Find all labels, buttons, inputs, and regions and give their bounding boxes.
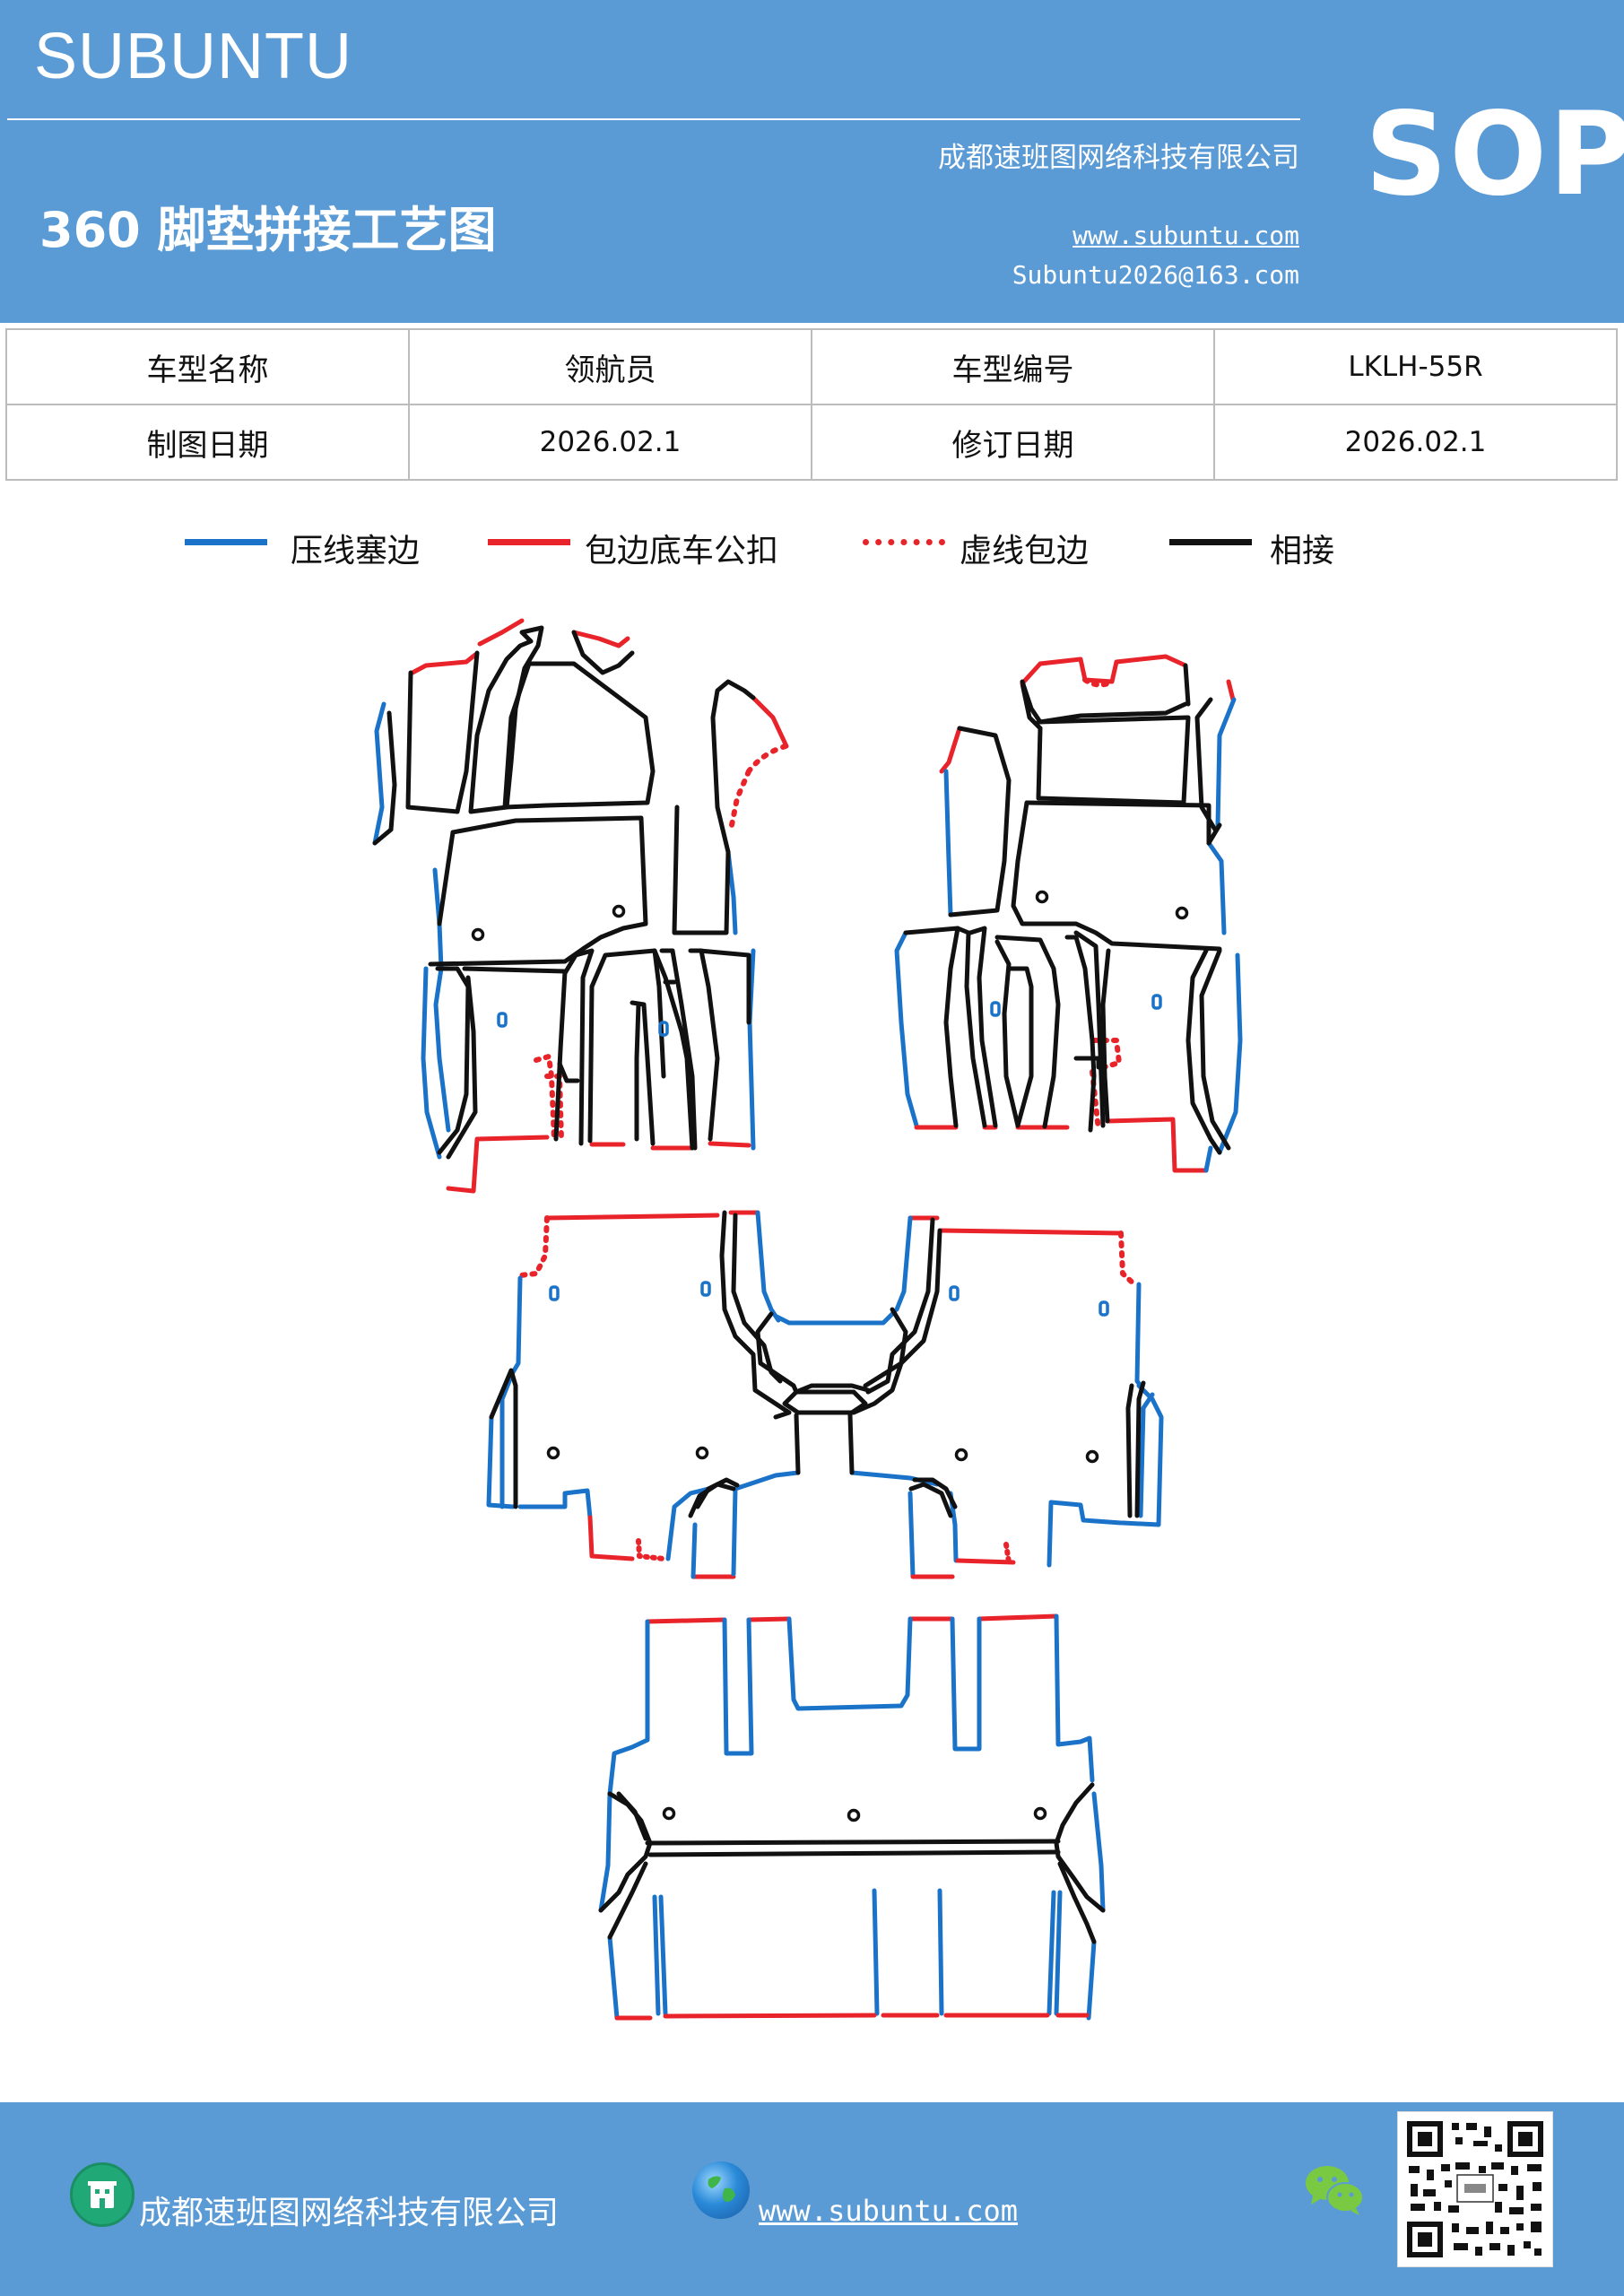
- globe-icon: [692, 2161, 750, 2219]
- legend-swatch-red-dotted: [863, 539, 945, 545]
- front-right-mat: [894, 654, 1243, 1173]
- header-banner: SUBUNTU 360 脚垫拼接工艺图 成都速班图网络科技有限公司 www.su…: [0, 0, 1624, 323]
- legend-label: 虚线包边: [960, 533, 1090, 570]
- value-draw-date: 2026.02.1: [408, 404, 812, 481]
- company-icon: [70, 2162, 135, 2227]
- qr-code: [1397, 2111, 1553, 2267]
- rear-row-mat: [598, 1613, 1106, 2021]
- legend-label: 压线塞边: [291, 533, 421, 570]
- table-row: 车型名称 领航员 车型编号 LKLH-55R: [5, 328, 1618, 405]
- website-link[interactable]: www.subuntu.com: [1073, 221, 1299, 250]
- legend-swatch-blue: [185, 539, 267, 545]
- table-row: 制图日期 2026.02.1 修订日期 2026.02.1: [5, 404, 1618, 481]
- footer-company-name: 成都速班图网络科技有限公司: [139, 2195, 560, 2231]
- label-revise-date: 修订日期: [811, 404, 1215, 481]
- value-revise-date: 2026.02.1: [1213, 404, 1618, 481]
- footer-banner: 成都速班图网络科技有限公司 www.subuntu.com: [0, 2102, 1624, 2296]
- legend-swatch-red: [488, 539, 570, 545]
- middle-row-mat: [486, 1210, 1164, 1579]
- legend-label: 相接: [1270, 533, 1335, 570]
- footer-website-link[interactable]: www.subuntu.com: [759, 2194, 1018, 2228]
- value-model-code: LKLH-55R: [1213, 328, 1618, 405]
- legend-label: 包边底车公扣: [585, 533, 779, 570]
- label-model-code: 车型编号: [811, 328, 1215, 405]
- legend-swatch-black: [1169, 539, 1252, 545]
- label-model-name: 车型名称: [5, 328, 410, 405]
- header-divider: [7, 118, 1300, 120]
- brand-name: SUBUNTU: [34, 21, 353, 92]
- company-name: 成都速班图网络科技有限公司: [938, 142, 1299, 174]
- vehicle-info-table: 车型名称 领航员 车型编号 LKLH-55R 制图日期 2026.02.1 修订…: [5, 328, 1618, 481]
- legend: 压线塞边 包边底车公扣 虚线包边 相接: [0, 525, 1624, 578]
- value-model-name: 领航员: [408, 328, 812, 405]
- email-address: Subuntu2026@163.com: [1012, 260, 1299, 290]
- front-left-mat: [372, 618, 789, 1194]
- page-title: 360 脚垫拼接工艺图: [39, 202, 497, 258]
- label-draw-date: 制图日期: [5, 404, 410, 481]
- floor-mat-diagram: [372, 618, 1243, 2021]
- sop-badge: SOP: [1365, 88, 1624, 222]
- wechat-icon[interactable]: [1302, 2161, 1367, 2219]
